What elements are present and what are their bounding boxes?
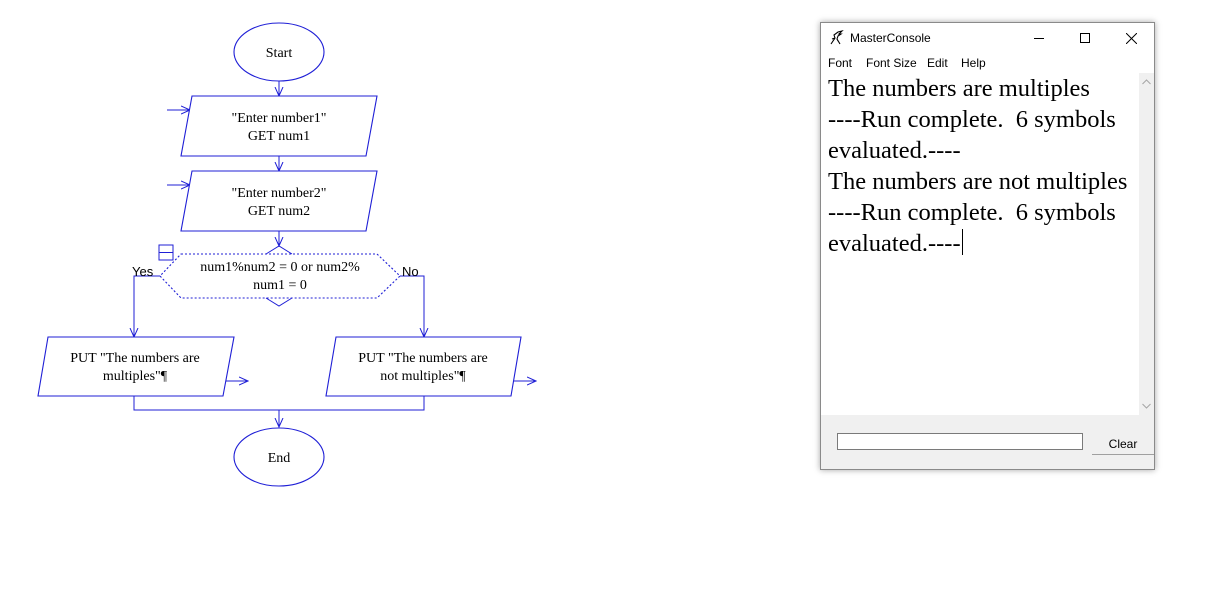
- output-yes-parallelogram[interactable]: PUT "The numbers are multiples"¶: [37, 336, 235, 397]
- output-no-line1: PUT "The numbers are: [358, 351, 487, 366]
- menu-font[interactable]: Font: [828, 56, 853, 70]
- menu-help[interactable]: Help: [961, 56, 986, 70]
- flowchart: Start "Enter number1" GET num1 "Enter nu…: [37, 22, 800, 487]
- collapse-toggle-icon[interactable]: [158, 244, 174, 261]
- output-yes-line2: multiples"¶: [103, 369, 168, 384]
- window-title: MasterConsole: [850, 31, 931, 45]
- decision-condition-line1: num1%num2 = 0 or num2%: [200, 260, 360, 275]
- input2-prompt: "Enter number2": [231, 186, 326, 201]
- close-button[interactable]: [1108, 23, 1154, 53]
- console-output-text: The numbers are multiples ----Run comple…: [828, 75, 1128, 257]
- yes-label: Yes: [132, 264, 154, 279]
- maximize-icon: [1080, 33, 1090, 43]
- output-no-line2: not multiples"¶: [380, 369, 466, 384]
- scroll-down-icon[interactable]: [1142, 403, 1151, 409]
- text-caret: [961, 229, 963, 255]
- maximize-button[interactable]: [1062, 23, 1108, 53]
- decision-hexagon[interactable]: num1%num2 = 0 or num2% num1 = 0: [159, 245, 401, 307]
- raptor-icon: [830, 30, 844, 45]
- input1-parallelogram[interactable]: "Enter number1" GET num1: [180, 95, 378, 157]
- start-terminal[interactable]: Start: [233, 22, 325, 82]
- end-label: End: [268, 451, 291, 466]
- connector-yes-merge: [133, 396, 425, 411]
- clear-button[interactable]: Clear: [1092, 433, 1154, 455]
- end-terminal[interactable]: End: [233, 427, 325, 487]
- scroll-up-icon[interactable]: [1142, 79, 1151, 85]
- input2-parallelogram[interactable]: "Enter number2" GET num2: [180, 170, 378, 232]
- output-yes-line1: PUT "The numbers are: [70, 351, 199, 366]
- vertical-scrollbar[interactable]: [1139, 73, 1154, 415]
- decision-bottom-notch: [265, 297, 293, 307]
- input2-get: GET num2: [248, 204, 310, 219]
- master-console-window: MasterConsole Font Font Size Edit Help T…: [820, 22, 1155, 470]
- connector-no-branch: [400, 275, 424, 337]
- title-bar[interactable]: MasterConsole: [821, 23, 1154, 53]
- minimize-icon: [1034, 38, 1044, 39]
- no-label: No: [402, 264, 419, 279]
- menu-edit[interactable]: Edit: [927, 56, 948, 70]
- menu-bar: Font Font Size Edit Help: [821, 53, 1154, 73]
- console-output[interactable]: The numbers are multiples ----Run comple…: [821, 73, 1139, 415]
- minimize-button[interactable]: [1016, 23, 1062, 53]
- decision-condition-line2: num1 = 0: [253, 278, 307, 293]
- decision-top-notch: [265, 245, 293, 255]
- console-input[interactable]: [837, 433, 1083, 450]
- output-no-parallelogram[interactable]: PUT "The numbers are not multiples"¶: [325, 336, 522, 397]
- input1-prompt: "Enter number1": [231, 111, 326, 126]
- close-icon: [1125, 32, 1137, 44]
- connector-yes-branch: [134, 275, 160, 337]
- menu-font-size[interactable]: Font Size: [866, 56, 917, 70]
- start-label: Start: [266, 46, 293, 61]
- input1-get: GET num1: [248, 129, 310, 144]
